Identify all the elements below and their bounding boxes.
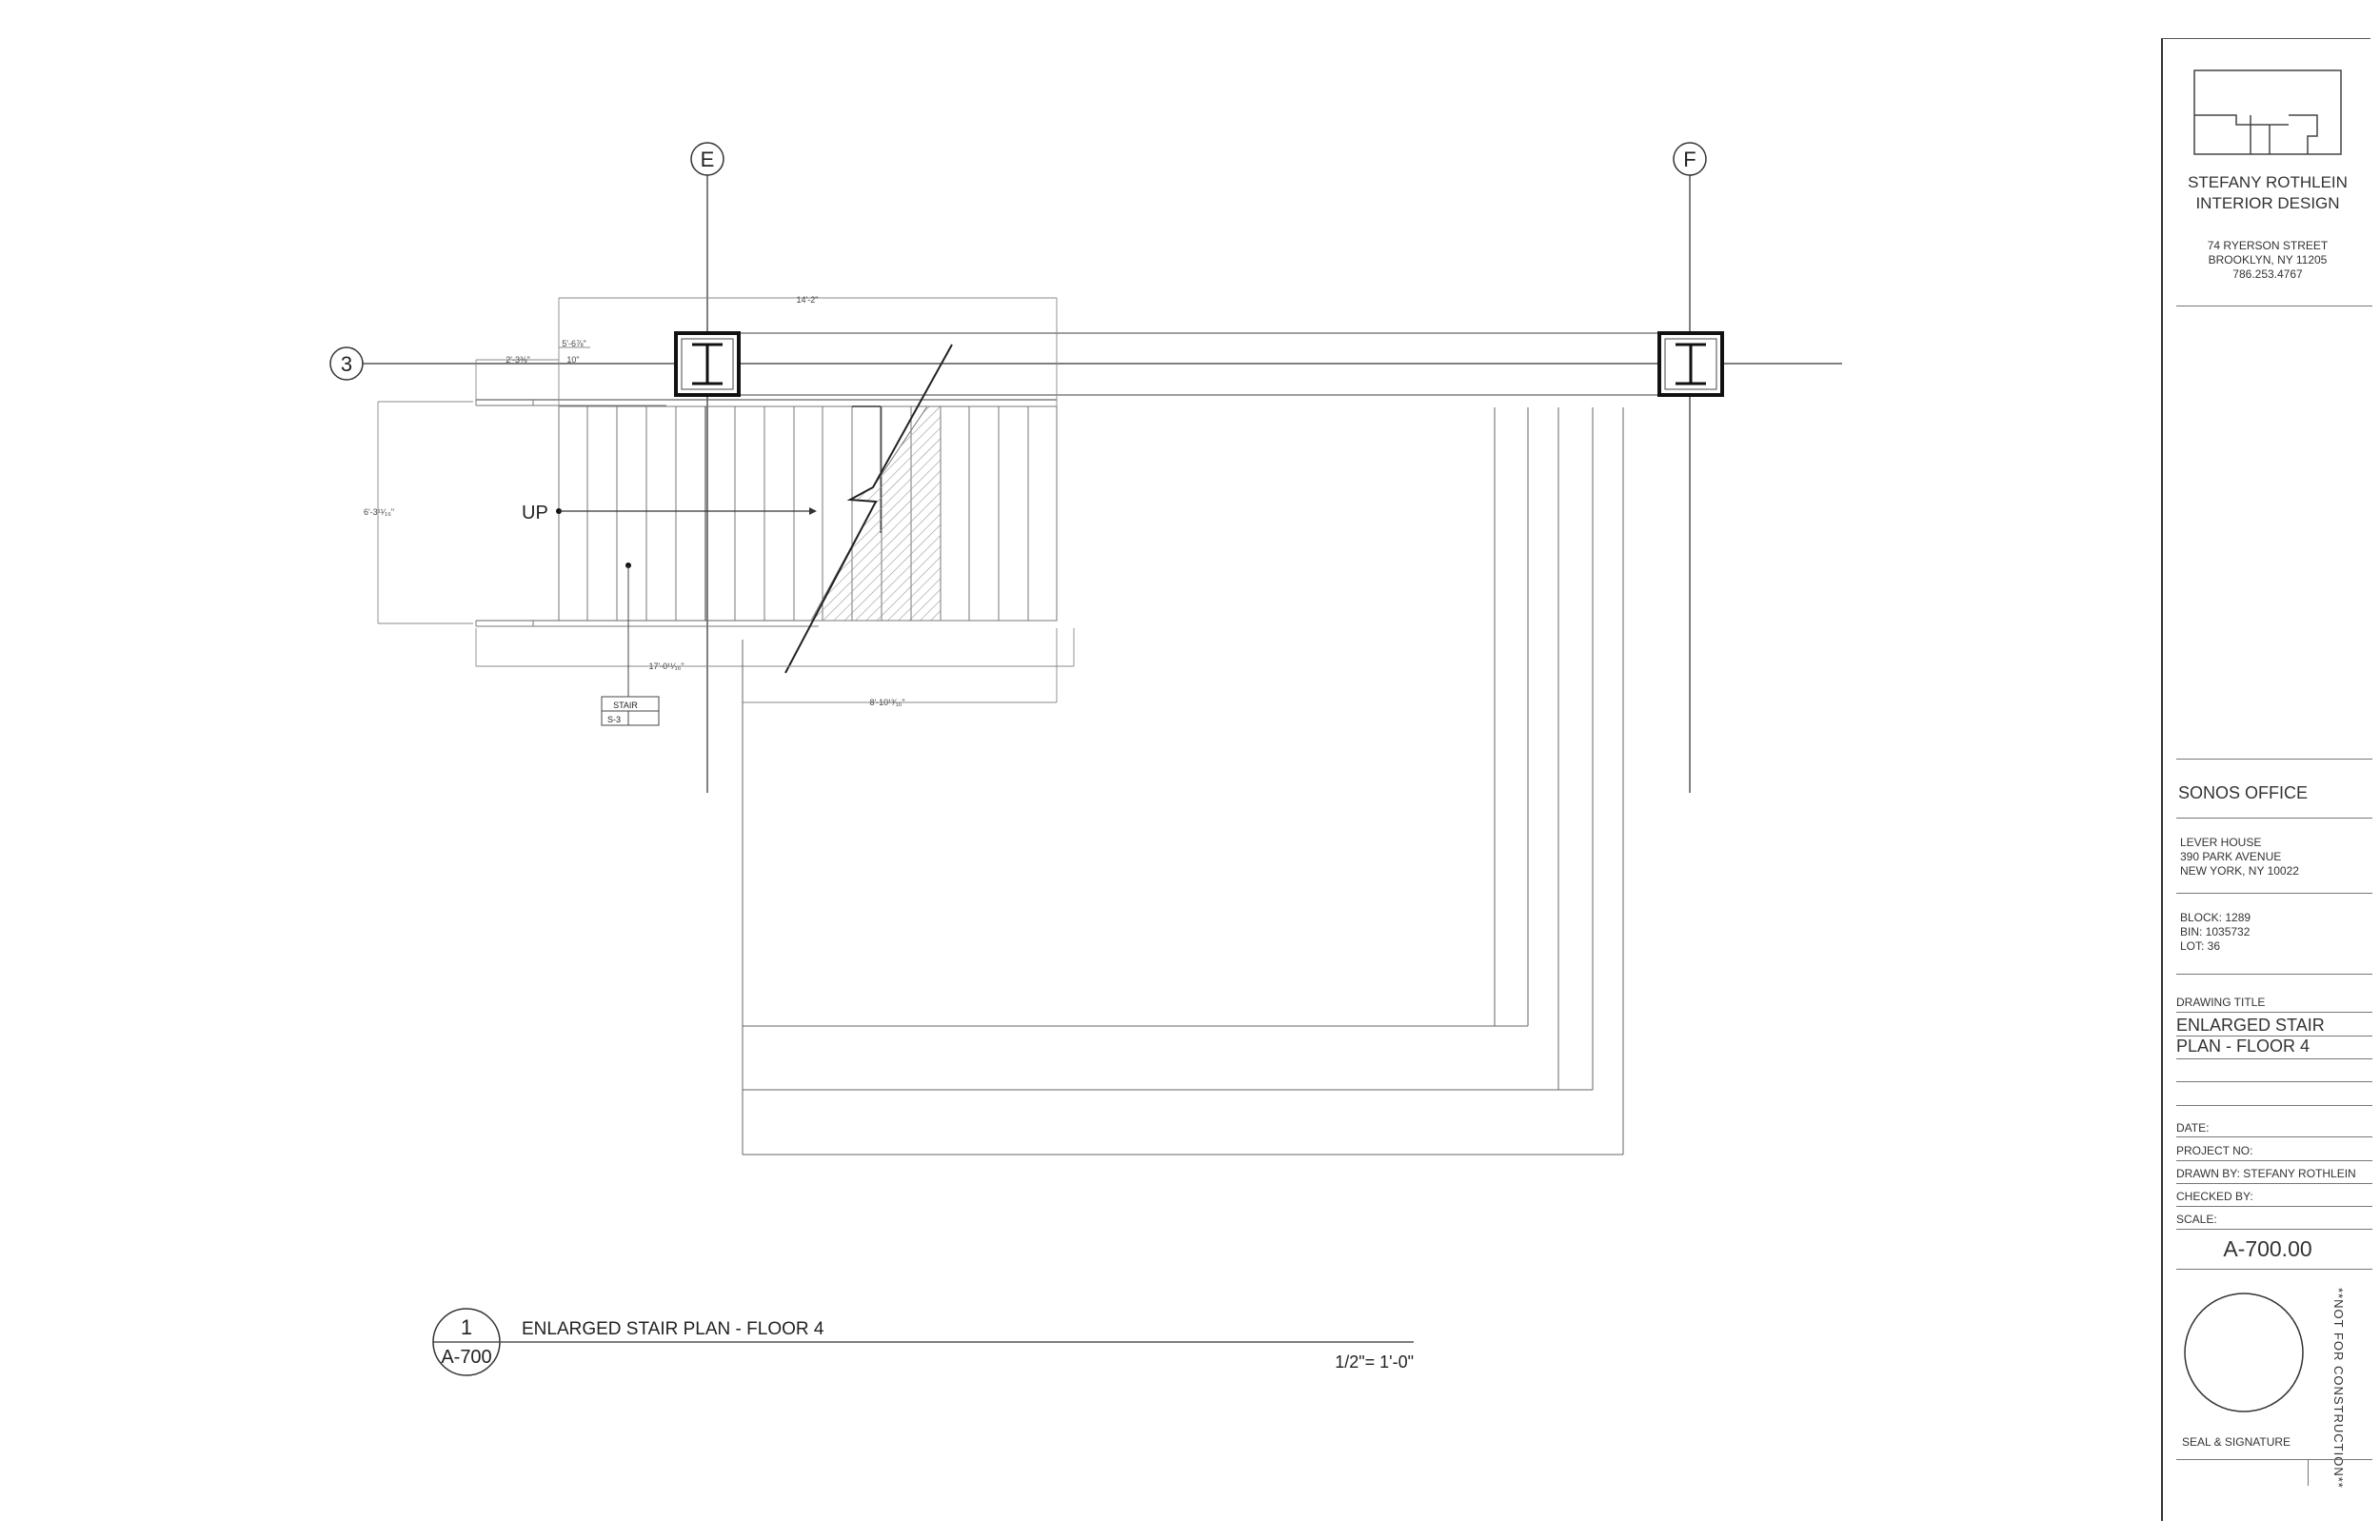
grid-lines (362, 174, 1842, 793)
drawing-title-label: DRAWING TITLE (2176, 996, 2266, 1009)
divider (2176, 1136, 2372, 1137)
up-label: UP (522, 503, 548, 523)
grid-label-e: E (701, 148, 715, 171)
seal-label: SEAL & SIGNATURE (2182, 1435, 2291, 1449)
dim-bottom-length: 17'-0¹¹⁄₁₆" (648, 661, 684, 671)
stair-tag-title: STAIR (613, 701, 638, 710)
divider (2176, 1206, 2372, 1207)
project-no-label: PROJECT NO: (2176, 1144, 2253, 1157)
divider (2176, 1036, 2372, 1037)
divider (2176, 1269, 2372, 1270)
dim-d2: 2'-3⅜" (506, 355, 529, 365)
grid-label-3: 3 (341, 352, 352, 376)
up-arrow (556, 507, 817, 515)
view-title: 1 A-700 ENLARGED STAIR PLAN - FLOOR 4 1/… (432, 1308, 1414, 1376)
firm-address-line1: 74 RYERSON STREET (2207, 239, 2329, 252)
firm-logo (2193, 69, 2342, 155)
divider (2176, 1183, 2372, 1184)
divider (2176, 759, 2372, 760)
view-sheet: A-700 (441, 1347, 491, 1368)
divider (2176, 1229, 2372, 1230)
steel-column-e (674, 331, 741, 397)
stair-tag: STAIR S-3 (601, 563, 660, 726)
divider (2176, 818, 2372, 819)
divider (2176, 893, 2372, 894)
drawn-by: DRAWN BY: STEFANY ROTHLEIN (2176, 1167, 2356, 1180)
project-name: SONOS OFFICE (2178, 783, 2309, 802)
break-line (784, 344, 953, 674)
divider (2176, 1081, 2372, 1082)
checked-by-label: CHECKED BY: (2176, 1190, 2253, 1203)
firm-name: STEFANY ROTHLEIN INTERIOR DESIGN (2163, 172, 2372, 214)
room-outline (742, 407, 1624, 1155)
project-address-line2: 390 PARK AVENUE (2180, 850, 2282, 863)
firm-name-line2: INTERIOR DESIGN (2195, 194, 2340, 212)
project-address-line1: LEVER HOUSE (2180, 836, 2262, 849)
divider (2176, 1058, 2372, 1059)
bin-number: BIN: 1035732 (2180, 925, 2251, 938)
stair (475, 399, 1058, 627)
grid-bubble-e: E (690, 142, 724, 176)
divider (2176, 1012, 2372, 1013)
block-number: BLOCK: 1289 (2180, 911, 2251, 924)
scale-label: SCALE: (2176, 1213, 2217, 1226)
dimension-lines (377, 297, 1075, 703)
grid-bubble-3: 3 (329, 346, 364, 381)
beam (476, 332, 1723, 401)
dim-landing: 8'-10¹³⁄₁₆" (869, 698, 904, 707)
view-title-text: ENLARGED STAIR PLAN - FLOOR 4 (522, 1319, 824, 1339)
project-lot-info: BLOCK: 1289 BIN: 1035732 LOT: 36 (2180, 911, 2251, 954)
firm-address: 74 RYERSON STREET BROOKLYN, NY 11205 786… (2163, 239, 2372, 282)
sheet-number: A-700.00 (2223, 1236, 2312, 1261)
dim-d1: 5'-6⅞" (562, 339, 585, 348)
stair-tag-code: S-3 (607, 715, 621, 724)
seal-circle (2184, 1293, 2304, 1412)
divider (2176, 1459, 2372, 1460)
grid-label-f: F (1683, 148, 1696, 171)
firm-phone: 786.253.4767 (2232, 267, 2303, 281)
firm-address-line2: BROOKLYN, NY 11205 (2208, 253, 2328, 267)
divider (2308, 1459, 2309, 1486)
lot-number: LOT: 36 (2180, 939, 2221, 953)
drawing-title: ENLARGED STAIR PLAN - FLOOR 4 (2176, 1015, 2325, 1056)
dim-top-width: 14'-2" (797, 295, 819, 305)
steel-column-f (1657, 331, 1724, 397)
project-address-line3: NEW YORK, NY 10022 (2180, 864, 2299, 878)
view-number: 1 (461, 1315, 472, 1339)
project-address: LEVER HOUSE 390 PARK AVENUE NEW YORK, NY… (2180, 836, 2299, 879)
drawing-title-line2: PLAN - FLOOR 4 (2176, 1037, 2311, 1056)
drawing-title-line1: ENLARGED STAIR (2176, 1016, 2325, 1035)
divider (2176, 1105, 2372, 1106)
divider (2176, 1160, 2372, 1161)
date-label: DATE: (2176, 1121, 2210, 1135)
firm-name-line1: STEFANY ROTHLEIN (2188, 173, 2348, 191)
grid-bubble-f: F (1673, 142, 1707, 176)
view-scale: 1/2"= 1'-0" (1335, 1352, 1414, 1372)
dim-height: 6'-3¹¹⁄₁₆" (364, 507, 394, 517)
dim-d3: 10" (566, 355, 579, 365)
divider (2176, 974, 2372, 975)
title-block: STEFANY ROTHLEIN INTERIOR DESIGN 74 RYER… (2161, 38, 2372, 1521)
